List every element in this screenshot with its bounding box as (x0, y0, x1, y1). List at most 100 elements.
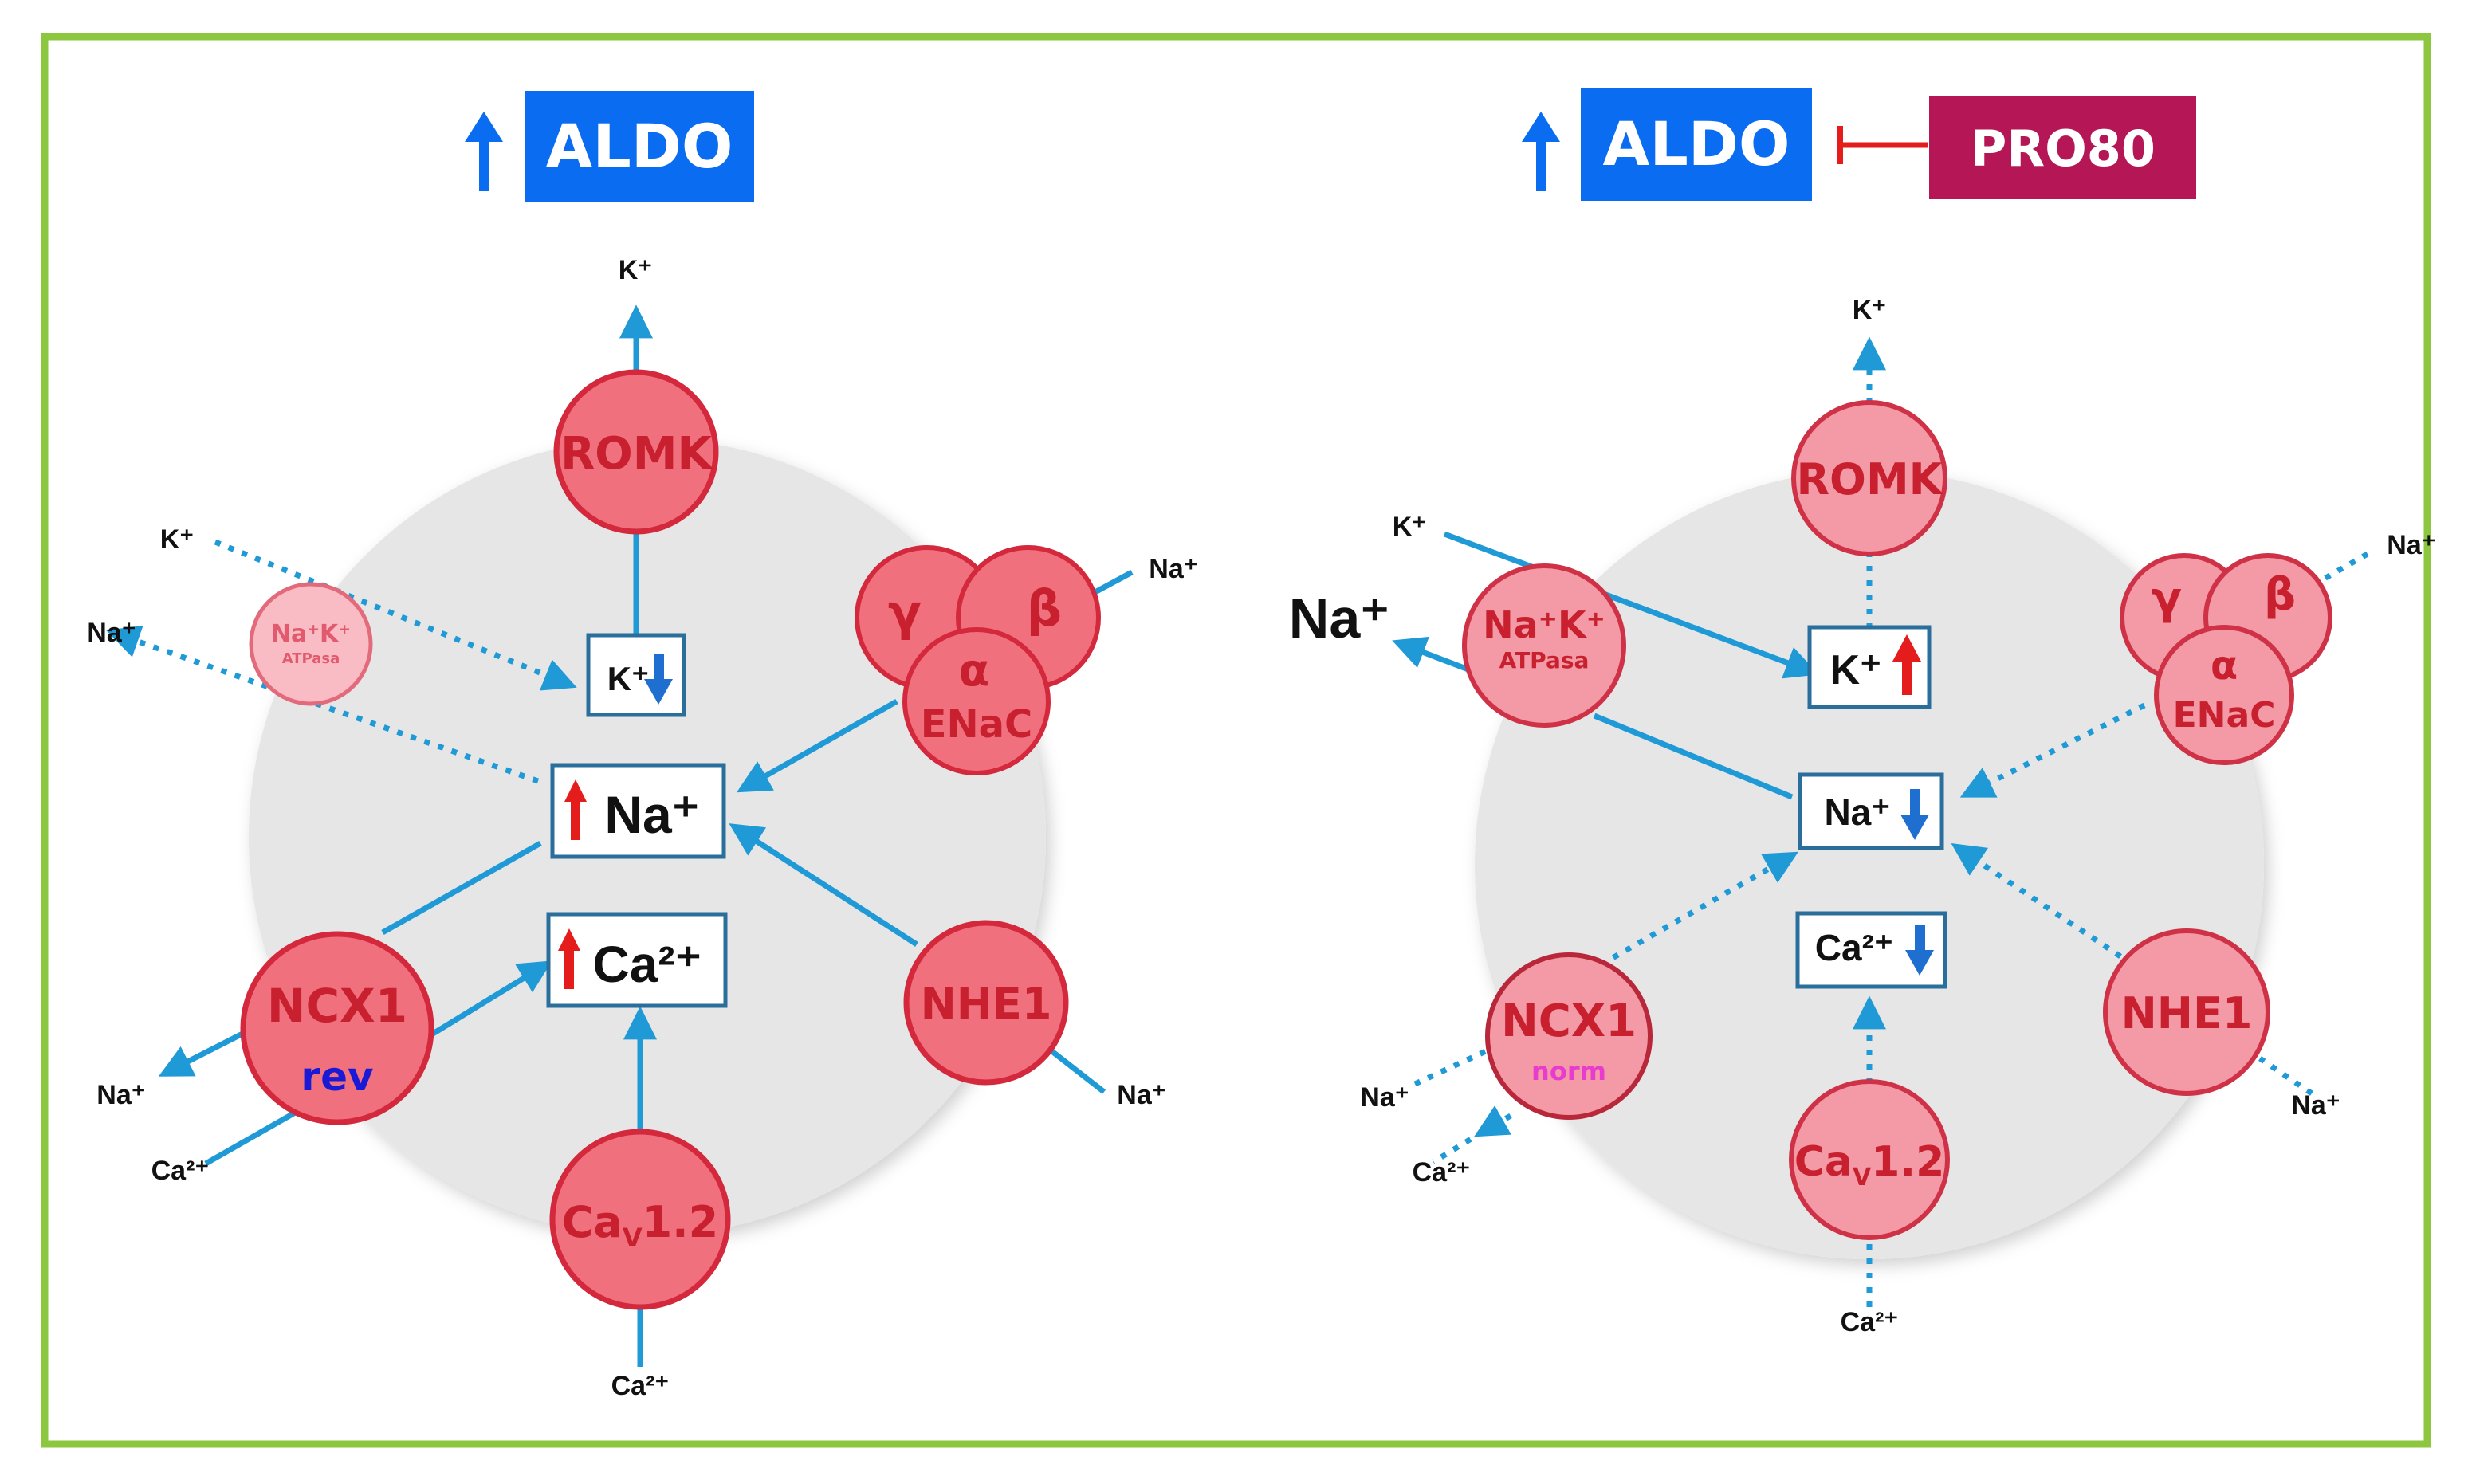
left-ion-ca-bottom: Ca²⁺ (611, 1371, 670, 1401)
right-k-influx-arrow (1443, 531, 1819, 679)
left-enac-beta-label: β (1027, 579, 1062, 638)
right-romk-channel: ROMK (1791, 400, 1947, 556)
left-nhe1-na-influx-arrow (729, 823, 918, 947)
right-ca-down-arrow-icon (1905, 925, 1934, 976)
right-enac-alpha-label: α (2211, 642, 2238, 689)
right-ncx1-ca-external-line (1432, 1129, 1484, 1164)
left-aldo-label: ALDO (546, 111, 733, 182)
right-enac-channel: γ β α ENaC (2120, 553, 2332, 765)
right-nhe1-label: NHE1 (2121, 988, 2253, 1038)
right-nhe1-channel: NHE1 (2103, 928, 2270, 1096)
right-nak-atpase-pump: Na⁺K⁺ ATPasa (1462, 563, 1626, 728)
right-ncx1-mode-label: norm (1531, 1056, 1606, 1086)
left-k-box-label: K⁺ (607, 660, 650, 697)
left-ca-box: Ca²⁺ (546, 912, 728, 1008)
right-enac-alpha-subunit (2154, 625, 2294, 765)
right-na-box: Na⁺ (1798, 772, 1944, 850)
right-enac-na-influx-arrow (1959, 702, 2146, 798)
left-ion-k-top: K⁺ (619, 255, 653, 285)
right-enac-gamma-label: γ (2152, 573, 2182, 625)
left-cav12-channel: CaV1.2 (549, 1129, 731, 1310)
left-ncx1-na-efflux-arrow (158, 1025, 255, 1077)
right-ion-na-nhe: Na⁺ (2291, 1090, 2340, 1121)
left-cav-rest-label: 1.2 (643, 1197, 719, 1247)
left-nak-line2: ATPasa (282, 650, 340, 667)
outer-frame (41, 33, 2431, 1448)
right-ion-na-big: Na⁺ (1289, 587, 1389, 650)
right-na-external-to-nhe1-line (2258, 1056, 2313, 1096)
right-nak-line2: ATPasa (1499, 647, 1590, 673)
left-cav-sub-label: V (623, 1223, 643, 1253)
left-ion-na-left: Na⁺ (87, 618, 136, 648)
left-aldo-header: ALDO (465, 91, 754, 202)
left-ca-up-arrow-icon (558, 928, 580, 989)
left-k-box: K⁺ (586, 633, 686, 717)
right-aldo-up-arrow-icon (1522, 112, 1560, 191)
left-aldo-up-arrow-icon (465, 112, 503, 191)
right-ncx1-label: NCX1 (1501, 995, 1637, 1047)
right-aldo-box (1581, 88, 1812, 201)
left-ca-box-label: Ca²⁺ (593, 936, 702, 993)
left-na-box-to-ncx1-line (381, 840, 542, 936)
right-romk-label: ROMK (1796, 454, 1943, 504)
left-ion-na-ncx: Na⁺ (96, 1080, 145, 1110)
right-nak-line1: Na⁺K⁺ (1483, 603, 1605, 646)
right-cav12-channel: CaV1.2 (1789, 1079, 1950, 1240)
right-aldo-label: ALDO (1603, 108, 1790, 179)
right-pro80-label: PRO80 (1971, 120, 2156, 178)
right-k-box-label: K⁺ (1830, 647, 1882, 693)
left-ion-na-enac: Na⁺ (1149, 554, 1197, 584)
right-ncx1-na-external-line (1413, 1047, 1489, 1087)
left-ncx1-mode-label: rev (301, 1054, 373, 1100)
left-na-box: Na⁺ (550, 763, 726, 859)
right-na-box-to-pump-line (1593, 713, 1794, 800)
right-ion-na-enac: Na⁺ (2387, 530, 2435, 560)
left-romk-channel: ROMK (553, 369, 719, 535)
right-ion-k-top: K⁺ (1853, 295, 1887, 325)
left-panel: ALDO K⁺ K⁺ Na⁺ Na⁺ Na⁺ Ca²⁺ Na⁺ Ca²⁺ K⁺ (87, 91, 1198, 1401)
right-enac-label: ENaC (2173, 695, 2276, 736)
left-k-down-arrow-icon (644, 654, 673, 705)
left-ncx1-ca-influx-arrow (421, 960, 552, 1042)
right-k-box: K⁺ (1807, 625, 1932, 709)
right-ion-ca-bottom: Ca²⁺ (1841, 1307, 1899, 1337)
left-na-box-label: Na⁺ (604, 785, 699, 844)
right-na-external-to-enac-line (2310, 551, 2369, 589)
right-ca-box: Ca²⁺ (1795, 911, 1947, 989)
inhibition-bar-icon (1837, 126, 1928, 164)
left-na-efflux-dotted-arrow (106, 625, 540, 784)
right-ion-ca-ncx: Ca²⁺ (1413, 1157, 1471, 1188)
left-enac-label: ENaC (921, 702, 1033, 747)
right-na-down-arrow-icon (1900, 789, 1929, 840)
left-ion-k-left: K⁺ (160, 524, 195, 555)
left-nak-atpase-pump: Na⁺K⁺ ATPasa (249, 582, 373, 706)
left-na-up-arrow-icon (564, 779, 587, 840)
left-ca-external-to-ncx1-line (204, 1109, 298, 1167)
right-panel: ALDO PRO80 K⁺ K⁺ Na⁺ Na⁺ Na⁺ (1289, 88, 2436, 1337)
right-k-up-arrow-icon (1892, 634, 1921, 695)
right-enac-beta-label: β (2264, 569, 2296, 621)
left-nhe1-label: NHE1 (921, 979, 1052, 1029)
right-cell (1475, 470, 2264, 1259)
left-na-external-to-nhe1-line (1040, 1042, 1106, 1094)
left-enac-alpha-label: α (959, 645, 989, 697)
right-pro80-box (1929, 96, 2196, 199)
left-enac-channel: γ β α ENaC (855, 545, 1101, 775)
left-nhe1-channel: NHE1 (903, 920, 1069, 1086)
right-aldo-header: ALDO PRO80 (1522, 88, 2196, 201)
left-ion-na-nhe: Na⁺ (1117, 1080, 1165, 1110)
left-cav-main-label: Ca (562, 1197, 623, 1247)
right-ncx1-channel: NCX1 norm (1485, 952, 1653, 1120)
svg-text:CaV1.2: CaV1.2 (562, 1197, 719, 1253)
left-aldo-box (525, 91, 754, 202)
right-cav-sub-label: V (1853, 1164, 1872, 1192)
right-ion-k-left: K⁺ (1393, 512, 1427, 542)
left-enac-gamma-label: γ (888, 583, 922, 642)
right-cav-rest-label: 1.2 (1871, 1138, 1944, 1186)
right-na-box-label: Na⁺ (1824, 791, 1890, 833)
left-ion-ca-ncx: Ca²⁺ (151, 1156, 210, 1186)
left-ncx1-label: NCX1 (267, 979, 407, 1033)
left-k-influx-dotted-arrow (214, 539, 577, 691)
right-ca-box-label: Ca²⁺ (1815, 927, 1893, 968)
